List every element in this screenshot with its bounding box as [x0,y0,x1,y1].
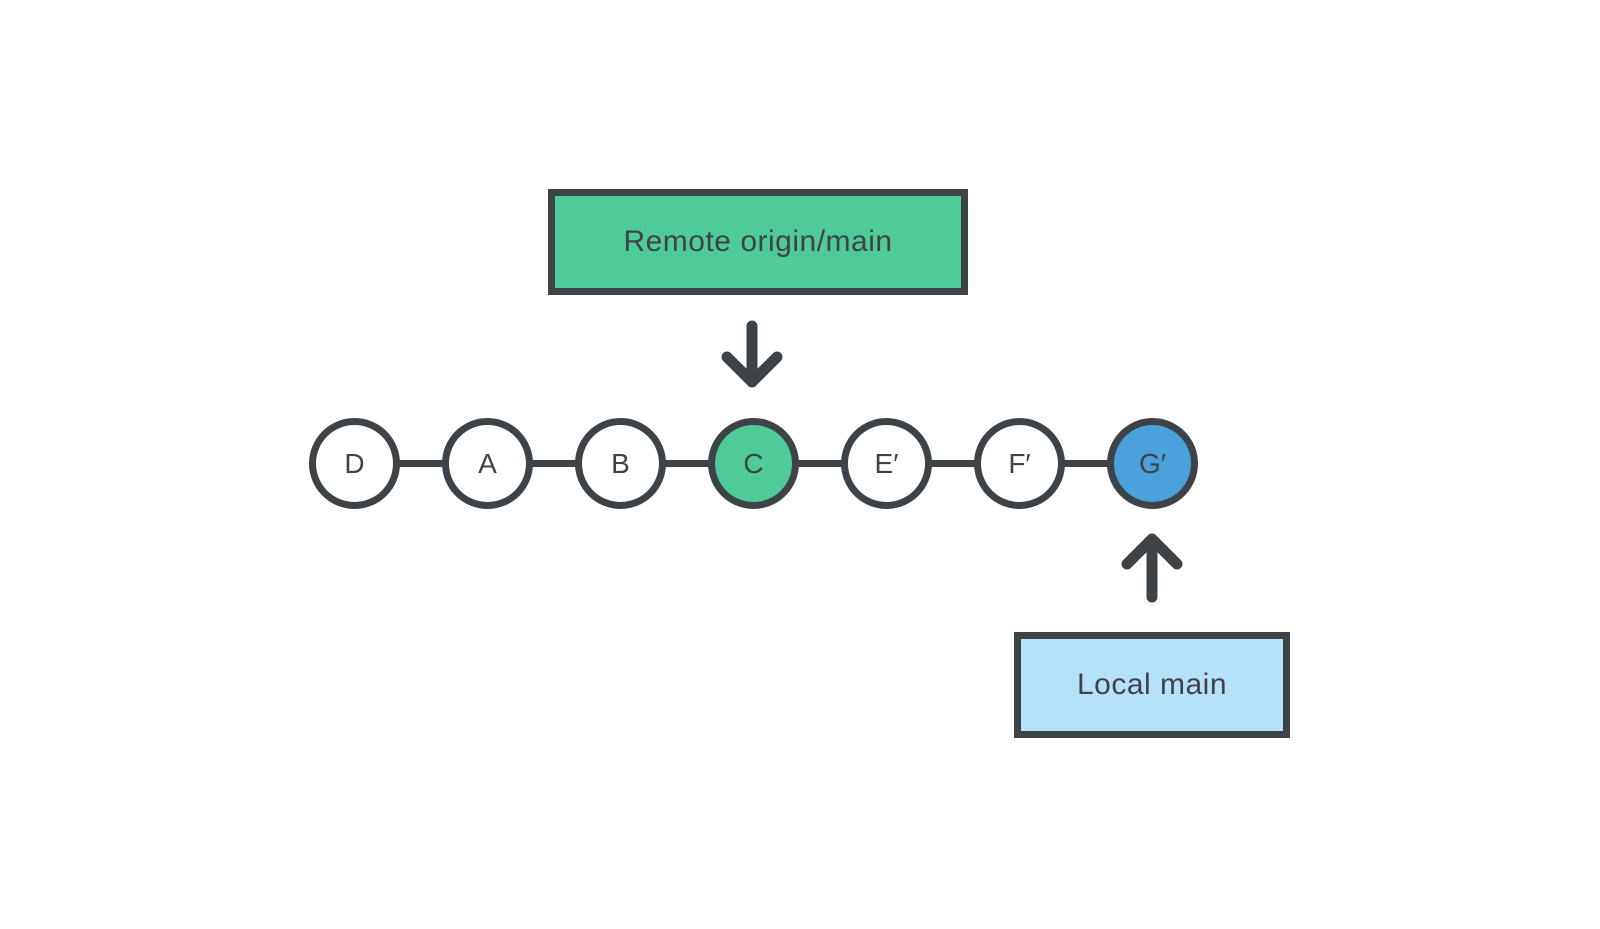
commit-node-a: A [442,418,533,509]
remote-branch-box: Remote origin/main [548,189,968,295]
commit-label-e-prime: E′ [874,447,899,479]
commit-node-b: B [575,418,666,509]
commit-label-a: A [478,447,497,479]
up-arrow-path [1121,533,1183,603]
local-branch-label: Local main [1076,668,1228,701]
local-branch-box: Local main [1014,632,1290,738]
up-arrow-icon [1121,533,1183,603]
remote-branch-label: Remote origin/main [623,225,893,258]
commit-label-f-prime: F′ [1008,447,1031,479]
commit-label-b: B [611,447,630,479]
commit-label-c: C [743,447,764,479]
commit-label-g-prime: G′ [1138,447,1167,479]
commit-node-c: C [708,418,799,509]
down-arrow-icon [721,320,783,388]
commit-label-d: D [344,447,365,479]
commit-node-e-prime: E′ [841,418,932,509]
commit-node-g-prime: G′ [1107,418,1198,509]
down-arrow-path [721,320,783,388]
commit-node-f-prime: F′ [974,418,1065,509]
commit-node-d: D [309,418,400,509]
